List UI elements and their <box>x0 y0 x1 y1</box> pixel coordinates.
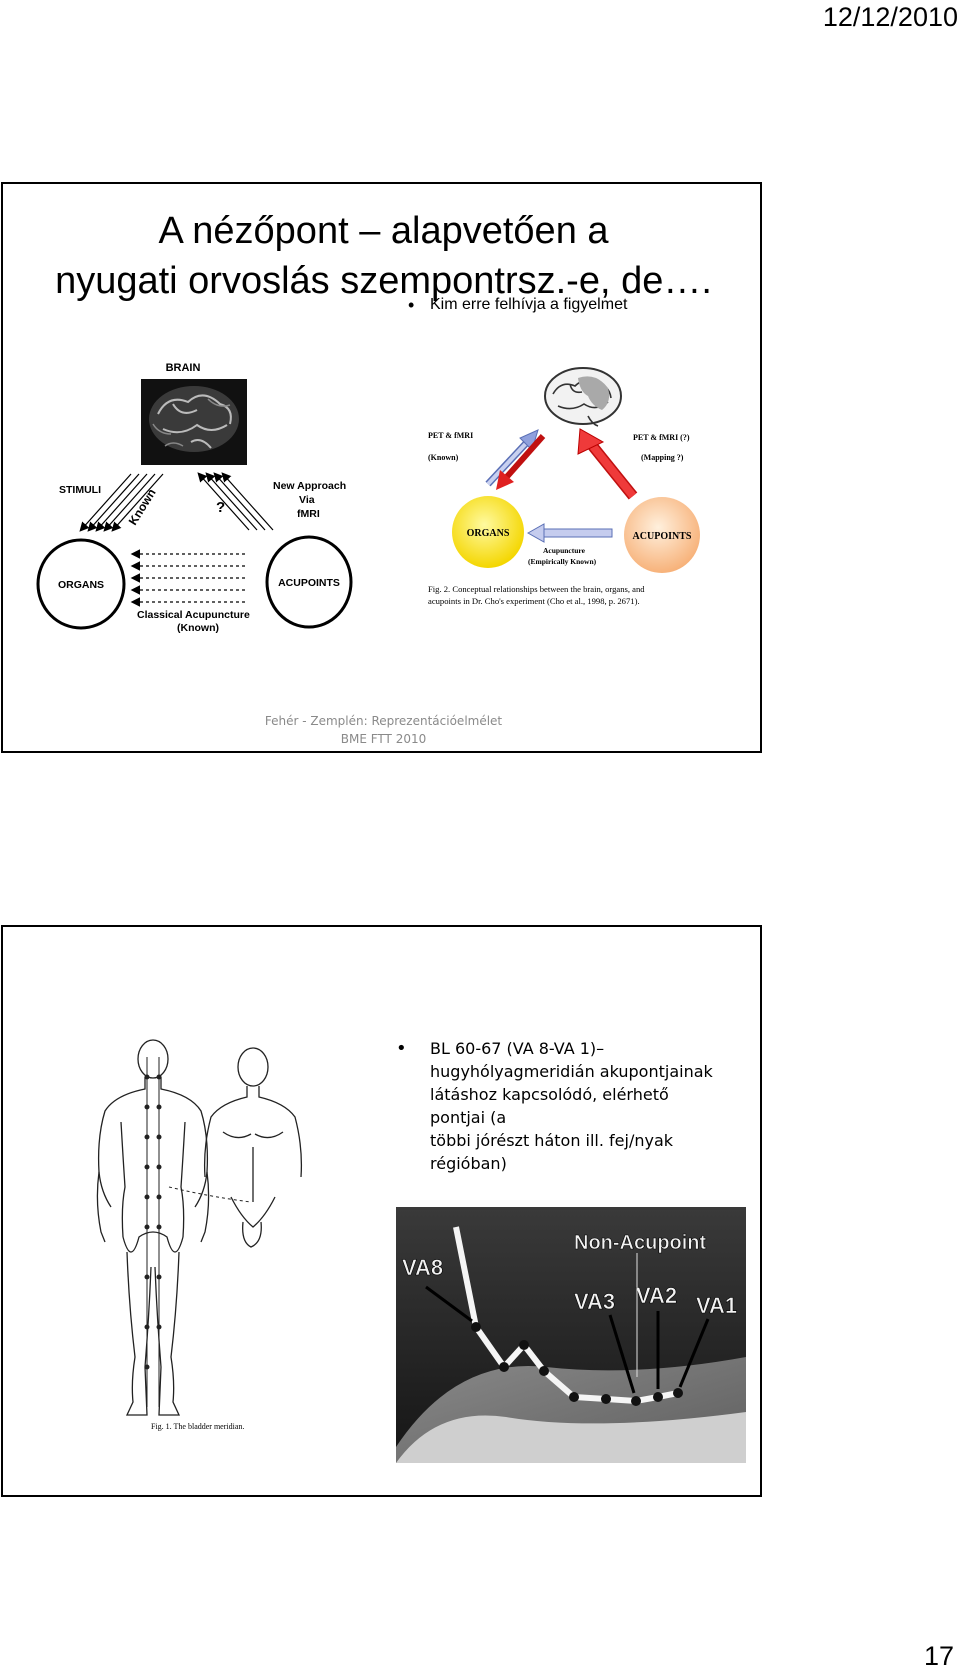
acupoints-label: ACUPOINTS <box>278 577 340 589</box>
slide-2-bullet: • BL 60-67 (VA 8-VA 1)– hugyhólyagmeridi… <box>396 1037 726 1175</box>
known-left-label: (Known) <box>428 453 459 462</box>
via-label: Via <box>299 494 315 506</box>
pet-fmri-left-label: PET & fMRI <box>428 431 473 440</box>
slide-2: • BL 60-67 (VA 8-VA 1)– hugyhólyagmeridi… <box>1 925 762 1497</box>
empirically-known-label: (Empirically Known) <box>528 557 597 566</box>
footer-line1: Fehér - Zemplén: Reprezentációelmélet <box>3 712 764 730</box>
organs-label: ORGANS <box>58 579 104 591</box>
brain-organs-acupoints-diagram-right: PET & fMRI (Known) PET & fMRI (?) (Mappi… <box>428 354 728 624</box>
organs-yellow-label: ORGANS <box>467 528 510 539</box>
meridian-points <box>145 1057 251 1407</box>
slide-1-title-line1: A nézőpont – alapvetően a <box>3 206 764 256</box>
slide-2-bullet-line: hugyhólyagmeridián akupontjainak <box>396 1060 726 1083</box>
slide-2-bullet-line: BL 60-67 (VA 8-VA 1)– <box>396 1037 726 1060</box>
acupoint-photo: Non-Acupoint VA8 VA3 VA2 VA1 <box>396 1207 746 1463</box>
slide-1-bullet: • Kim erre felhívja a figyelmet <box>408 296 627 314</box>
bullet-icon: • <box>408 295 414 316</box>
front-view-body <box>205 1048 302 1247</box>
bullet-icon: • <box>396 1037 407 1060</box>
arrow-acupoints-to-brain <box>578 429 633 496</box>
stimuli-label: STIMULI <box>59 484 101 496</box>
classical-known-label: (Known) <box>177 622 219 634</box>
slide-1-title: A nézőpont – alapvetően a nyugati orvosl… <box>3 206 764 306</box>
arrow-acupoints-to-organs <box>528 524 612 542</box>
slide-1: A nézőpont – alapvetően a nyugati orvosl… <box>1 182 762 753</box>
brain-label: BRAIN <box>166 362 201 374</box>
pet-fmri-right-label: PET & fMRI (?) <box>633 433 690 442</box>
slide-1-title-line2: nyugati orvoslás szempontrsz.-e, de…. <box>3 256 764 306</box>
figure-1-caption: Fig. 1. The bladder meridian. <box>151 1422 244 1431</box>
stimuli-arrows <box>81 474 273 530</box>
arrow-organs-to-brain <box>488 430 538 484</box>
va1-label: VA1 <box>696 1293 737 1318</box>
slide-1-footer: Fehér - Zemplén: Reprezentációelmélet BM… <box>3 712 764 748</box>
page-number: 17 <box>924 1641 954 1672</box>
brain-drawing <box>545 368 621 426</box>
brain-organs-acupoints-diagram-left: BRAIN STIMULI Known ? New Approach Via f… <box>23 354 383 634</box>
footer-line2: BME FTT 2010 <box>3 730 764 748</box>
back-view-body <box>97 1040 208 1415</box>
fmri-label: fMRI <box>297 508 320 520</box>
header-date: 12/12/2010 <box>823 2 958 33</box>
va8-label: VA8 <box>402 1255 443 1280</box>
question-mark-label: ? <box>216 499 225 516</box>
brain-image <box>141 379 247 465</box>
figure-2-caption-line2: acupoints in Dr. Cho's experiment (Cho e… <box>428 596 640 606</box>
classical-acupuncture-label: Classical Acupuncture <box>137 609 250 621</box>
classical-arrows <box>133 554 245 602</box>
figure-2-caption-line1: Fig. 2. Conceptual relationships between… <box>428 584 645 594</box>
slide-2-bullet-line: régióban) <box>396 1152 726 1175</box>
non-acupoint-label: Non-Acupoint <box>574 1232 707 1254</box>
acupuncture-label: Acupuncture <box>543 546 586 555</box>
acupoints-orange-label: ACUPOINTS <box>633 531 692 542</box>
slide-2-bullet-line: látáshoz kapcsolódó, elérhető pontjai (a <box>396 1083 726 1129</box>
bladder-meridian-figure: Fig. 1. The bladder meridian. <box>91 1037 321 1432</box>
va3-label: VA3 <box>574 1289 615 1314</box>
va2-label: VA2 <box>636 1283 677 1308</box>
mapping-label: (Mapping ?) <box>641 453 684 462</box>
slide-2-bullet-line: többi jórészt háton ill. fej/nyak <box>396 1129 726 1152</box>
new-approach-label: New Approach <box>273 480 346 492</box>
slide-1-bullet-text: Kim erre felhívja a figyelmet <box>408 296 627 313</box>
